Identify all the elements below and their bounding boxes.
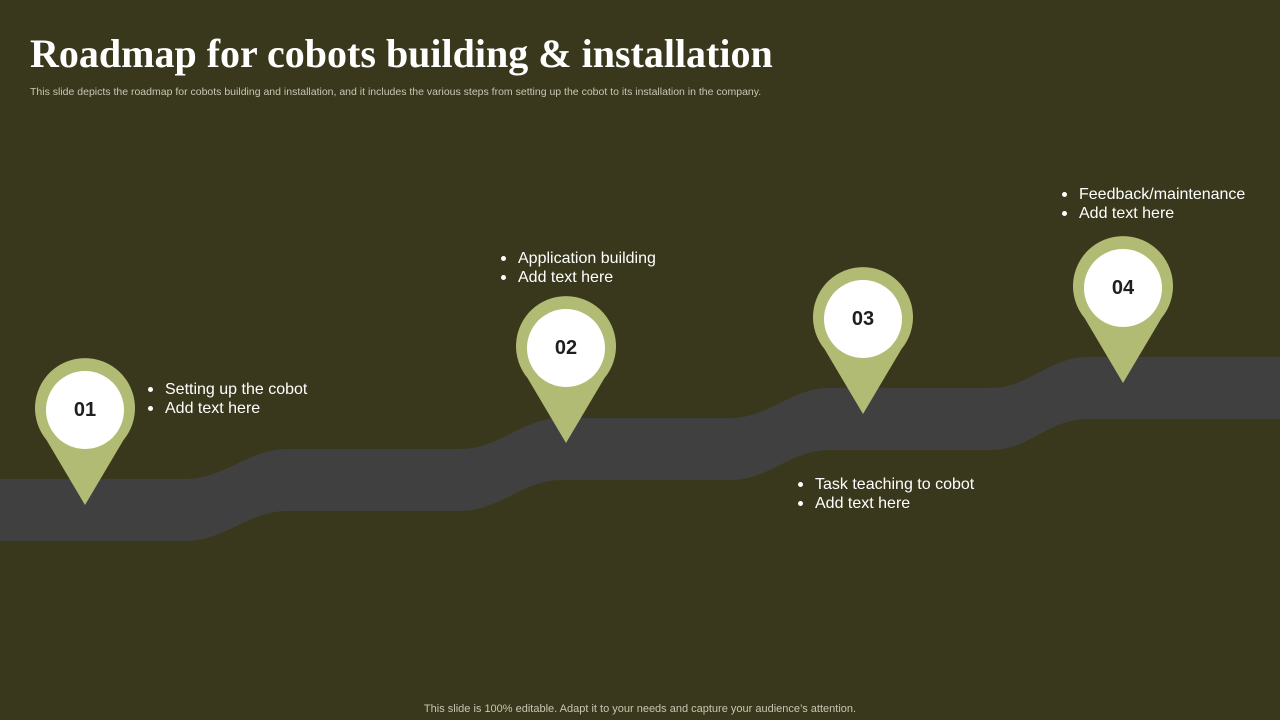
step-02-pin: 02 xyxy=(516,296,616,443)
step-01-number: 01 xyxy=(73,399,97,421)
step-01-pin: 01 xyxy=(35,358,135,505)
slide-subtitle: This slide depicts the roadmap for cobot… xyxy=(30,86,762,98)
step-01-notes: Setting up the cobot Add text here xyxy=(146,380,307,418)
step-01-heading: Setting up the cobot xyxy=(146,380,307,399)
step-02-notes: Application building Add text here xyxy=(499,249,656,287)
step-04-notes: Feedback/maintenance Add text here xyxy=(1060,185,1245,223)
road-band xyxy=(0,357,1280,541)
map-pin-icon xyxy=(813,267,913,414)
step-01-detail: Add text here xyxy=(146,399,307,418)
slide-footer: This slide is 100% editable. Adapt it to… xyxy=(423,703,857,715)
step-03-notes: Task teaching to cobot Add text here xyxy=(796,475,974,513)
step-04-pin: 04 xyxy=(1073,236,1173,383)
slide-title: Roadmap for cobots building & installati… xyxy=(30,31,773,76)
step-02-number: 02 xyxy=(554,337,578,359)
step-03-pin: 03 xyxy=(813,267,913,414)
map-pin-icon xyxy=(516,296,616,443)
step-04-detail: Add text here xyxy=(1060,204,1245,223)
step-02-heading: Application building xyxy=(499,249,656,268)
step-02-detail: Add text here xyxy=(499,268,656,287)
step-03-number: 03 xyxy=(851,308,875,330)
step-03-heading: Task teaching to cobot xyxy=(796,475,974,494)
map-pin-icon xyxy=(1073,236,1173,383)
step-04-number: 04 xyxy=(1111,277,1135,299)
map-pin-icon xyxy=(35,358,135,505)
step-03-detail: Add text here xyxy=(796,494,974,513)
step-04-heading: Feedback/maintenance xyxy=(1060,185,1245,204)
